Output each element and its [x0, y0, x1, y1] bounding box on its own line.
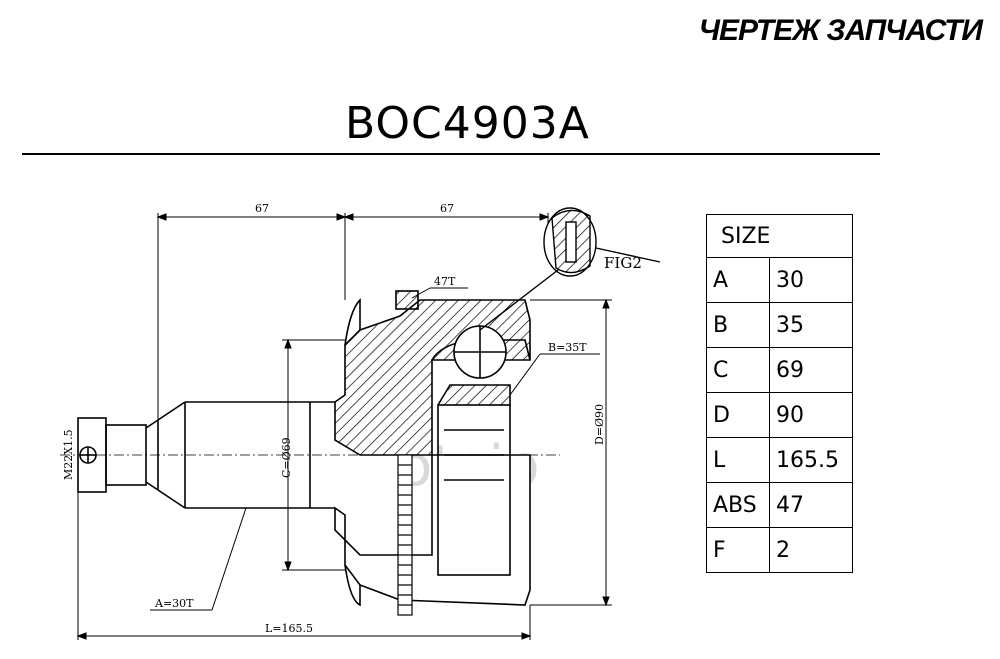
dim-length-label: L=165.5 — [265, 622, 313, 635]
top-dimensions — [156, 213, 550, 420]
dim-d-line — [530, 298, 612, 607]
thread-end — [77, 417, 159, 493]
size-table-header: SIZE — [706, 214, 853, 258]
inner-race — [431, 325, 531, 576]
dim-b-leader — [509, 353, 600, 396]
dim-a-label: A=30T — [154, 597, 194, 610]
size-key: A — [706, 257, 770, 303]
size-table: SIZE A 30 B 35 C 69 D 90 L 165.5 ABS 47 … — [706, 214, 853, 573]
size-value: 69 — [769, 347, 853, 393]
size-value: 35 — [769, 302, 853, 348]
table-row: ABS 47 — [706, 482, 853, 528]
table-row: A 30 — [706, 257, 853, 303]
dim-c-label: C=Ø69 — [280, 437, 293, 478]
size-value: 30 — [769, 257, 853, 303]
part-number: BOC4903A — [345, 98, 590, 149]
size-key: C — [706, 347, 770, 393]
shaft — [157, 401, 335, 509]
table-row: B 35 — [706, 302, 853, 348]
size-value: 165.5 — [769, 437, 853, 483]
fig2-detail — [479, 207, 661, 331]
dim-d-label: D=Ø90 — [593, 404, 606, 445]
table-row: D 90 — [706, 392, 853, 438]
size-value: 47 — [769, 482, 853, 528]
dim-top-left: 67 — [255, 202, 269, 215]
table-row: C 69 — [706, 347, 853, 393]
dim-a-leader — [150, 507, 247, 611]
abs-teeth-label: 47T — [434, 275, 456, 288]
dim-length-line — [76, 492, 532, 640]
abs-ring — [397, 454, 413, 616]
size-value: 90 — [769, 392, 853, 438]
size-key: F — [706, 527, 770, 573]
abs-leader — [411, 287, 468, 299]
size-key: B — [706, 302, 770, 348]
brand-title: ЧЕРТЕЖ ЗАПЧАСТИ — [698, 14, 983, 47]
thread-label: M22X1.5 — [62, 429, 75, 480]
size-key: D — [706, 392, 770, 438]
dim-b-label: B=35T — [548, 341, 587, 354]
fig2-label: FIG2 — [604, 254, 642, 272]
size-key: L — [706, 437, 770, 483]
table-row: L 165.5 — [706, 437, 853, 483]
dim-c-line — [282, 338, 345, 572]
size-value: 2 — [769, 527, 853, 573]
title-underline — [22, 153, 880, 155]
table-row: F 2 — [706, 527, 853, 573]
size-key: ABS — [706, 482, 770, 528]
dim-top-right: 67 — [440, 202, 454, 215]
